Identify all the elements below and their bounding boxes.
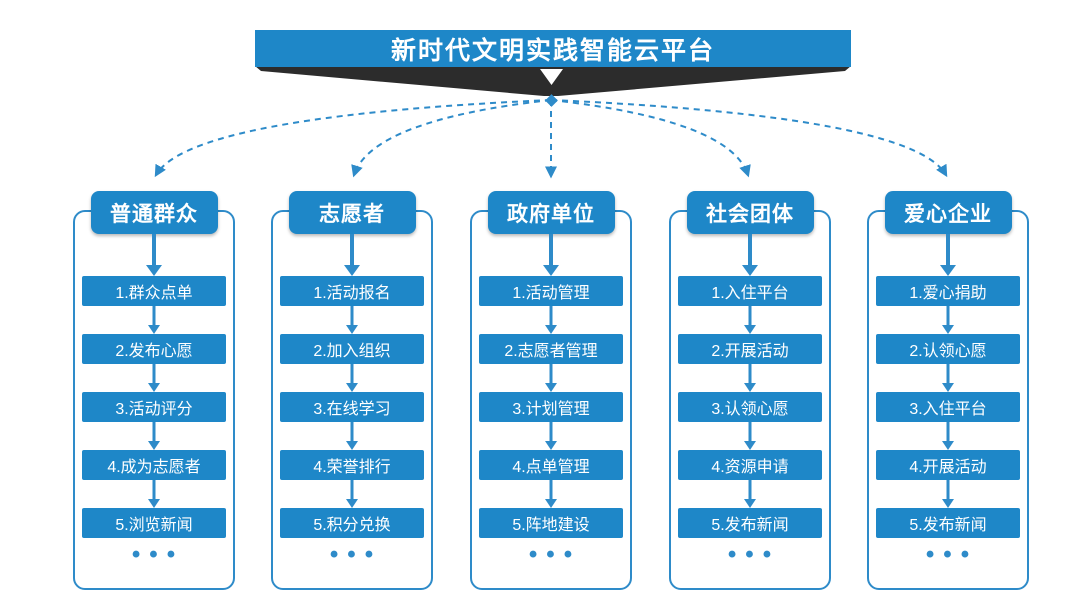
dashed-connector [550, 99, 948, 178]
flow-step: 3.入住平台 [876, 392, 1020, 422]
flow-step: 1.活动报名 [280, 276, 424, 306]
down-arrow-icon [939, 306, 957, 334]
column-header: 志愿者 [288, 191, 416, 234]
down-arrow-icon [343, 480, 361, 508]
flow-step: 5.浏览新闻 [82, 508, 226, 538]
flow-step: 2.加入组织 [280, 334, 424, 364]
column-header: 爱心企业 [884, 191, 1012, 234]
ellipsis-dots: ••• [727, 541, 781, 568]
flow-step: 3.在线学习 [280, 392, 424, 422]
down-arrow-icon [741, 234, 759, 276]
flow-step: 4.开展活动 [876, 450, 1020, 480]
down-arrow-icon [145, 306, 163, 334]
flow-step: 4.成为志愿者 [82, 450, 226, 480]
down-arrow-icon [145, 364, 163, 392]
column-header-label: 爱心企业 [904, 202, 992, 226]
flow-step: 4.资源申请 [678, 450, 822, 480]
flow-step: 1.爱心捐助 [876, 276, 1020, 306]
column-header-label: 社会团体 [706, 202, 794, 226]
flow-step: 3.活动评分 [82, 392, 226, 422]
down-arrow-icon [343, 364, 361, 392]
banner-ribbon [255, 66, 851, 96]
ellipsis-dots: ••• [329, 541, 383, 568]
ellipsis-dots: ••• [131, 541, 185, 568]
down-arrow-icon [939, 234, 957, 276]
flow-step: 4.点单管理 [479, 450, 623, 480]
flow-step: 5.阵地建设 [479, 508, 623, 538]
down-arrow-icon [542, 480, 560, 508]
down-arrow-icon [343, 422, 361, 450]
role-column: 普通群众 1.群众点单 2.发布心愿 3.活动评分 4.成为志愿者 5.浏览新闻 ••• [72, 191, 236, 590]
column-header-label: 志愿者 [319, 202, 385, 226]
down-arrow-icon [542, 364, 560, 392]
flow-step: 2.认领心愿 [876, 334, 1020, 364]
flow-step: 3.认领心愿 [678, 392, 822, 422]
flow-step: 1.群众点单 [82, 276, 226, 306]
flow-step: 2.志愿者管理 [479, 334, 623, 364]
down-arrow-icon [343, 306, 361, 334]
flow-step: 3.计划管理 [479, 392, 623, 422]
dashed-connector [550, 99, 751, 178]
down-arrow-icon [542, 422, 560, 450]
ellipsis-dots: ••• [925, 541, 979, 568]
down-arrow-icon [343, 234, 361, 276]
flow-step: 5.积分兑换 [280, 508, 424, 538]
flow-step: 1.入住平台 [678, 276, 822, 306]
flow-step: 2.开展活动 [678, 334, 822, 364]
down-arrow-icon [939, 422, 957, 450]
ellipsis-dots: ••• [528, 541, 582, 568]
column-header: 普通群众 [90, 191, 218, 234]
column-header: 社会团体 [686, 191, 814, 234]
down-arrow-icon [741, 422, 759, 450]
hub-node [545, 94, 558, 107]
down-arrow-icon [542, 306, 560, 334]
flow-step: 4.荣誉排行 [280, 450, 424, 480]
page-title: 新时代文明实践智能云平台 [255, 30, 851, 67]
flow-step: 2.发布心愿 [82, 334, 226, 364]
down-arrow-icon [741, 364, 759, 392]
down-arrow-icon [542, 234, 560, 276]
role-column: 政府单位 1.活动管理 2.志愿者管理 3.计划管理 4.点单管理 5.阵地建设 ••• [469, 191, 633, 590]
role-column: 社会团体 1.入住平台 2.开展活动 3.认领心愿 4.资源申请 5.发布新闻 ••• [668, 191, 832, 590]
down-arrow-icon [145, 480, 163, 508]
down-arrow-icon [145, 422, 163, 450]
role-column: 爱心企业 1.爱心捐助 2.认领心愿 3.入住平台 4.开展活动 5.发布新闻 ••• [866, 191, 1030, 590]
flow-step: 5.发布新闻 [876, 508, 1020, 538]
dashed-connector [351, 99, 552, 178]
role-column: 志愿者 1.活动报名 2.加入组织 3.在线学习 4.荣誉排行 5.积分兑换 ••• [270, 191, 434, 590]
flow-step: 1.活动管理 [479, 276, 623, 306]
dashed-connector [154, 99, 552, 178]
column-header-label: 普通群众 [110, 202, 198, 226]
column-header-label: 政府单位 [507, 202, 595, 226]
down-arrow-icon [939, 364, 957, 392]
down-arrow-icon [741, 306, 759, 334]
down-arrow-icon [939, 480, 957, 508]
column-header: 政府单位 [487, 191, 615, 234]
flow-step: 5.发布新闻 [678, 508, 822, 538]
down-arrow-icon [540, 69, 563, 85]
down-arrow-icon [741, 480, 759, 508]
down-arrow-icon [145, 234, 163, 276]
